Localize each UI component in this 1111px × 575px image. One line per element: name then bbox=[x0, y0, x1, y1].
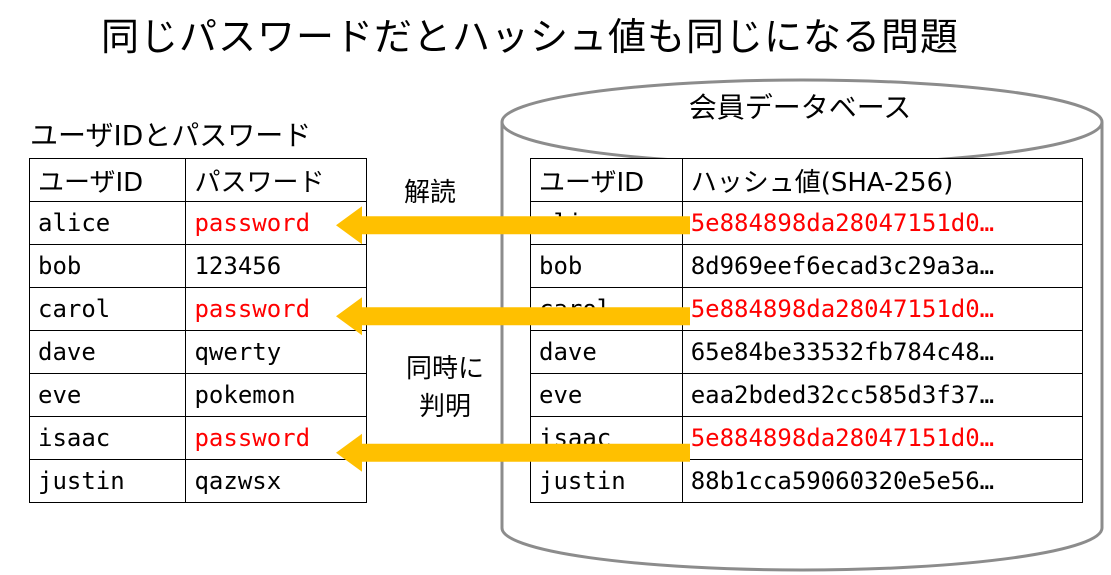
hash-cell: 5e884898da28047151d0… bbox=[681, 201, 1084, 245]
user-id-cell: isaac bbox=[28, 416, 187, 460]
user-id-cell: alice bbox=[28, 201, 187, 245]
password-cell: password bbox=[185, 201, 367, 245]
hash-cell: eaa2bded32cc585d3f37… bbox=[681, 373, 1084, 417]
reveal-label: 同時に 判明 bbox=[390, 350, 500, 426]
password-cell: 123456 bbox=[185, 244, 367, 288]
header-password: パスワード bbox=[185, 158, 367, 202]
user-id-cell: isaac bbox=[530, 416, 683, 460]
user-id-cell: carol bbox=[530, 287, 683, 331]
hash-cell: 88b1cca59060320e5e56… bbox=[681, 459, 1084, 503]
password-cell: pokemon bbox=[185, 373, 367, 417]
password-cell: password bbox=[185, 416, 367, 460]
table-header-row: ユーザID ハッシュ値(SHA-256) bbox=[530, 158, 1084, 202]
decode-label: 解読 bbox=[404, 178, 457, 208]
user-id-cell: bob bbox=[28, 244, 187, 288]
user-id-cell: eve bbox=[530, 373, 683, 417]
hash-cell: 8d969eef6ecad3c29a3a… bbox=[681, 244, 1084, 288]
user-id-cell: bob bbox=[530, 244, 683, 288]
user-id-cell: justin bbox=[530, 459, 683, 503]
user-table-caption: ユーザIDとパスワード bbox=[30, 119, 312, 152]
user-id-cell: carol bbox=[28, 287, 187, 331]
user-id-cell: alice bbox=[530, 201, 683, 245]
hash-cell: 5e884898da28047151d0… bbox=[681, 287, 1084, 331]
page-title: 同じパスワードだとハッシュ値も同じになる問題 bbox=[100, 15, 959, 59]
hash-cell: 65e84be33532fb784c48… bbox=[681, 330, 1084, 374]
password-cell: password bbox=[185, 287, 367, 331]
user-id-cell: justin bbox=[28, 459, 187, 503]
database-label: 会員データベース bbox=[688, 91, 912, 124]
user-id-cell: eve bbox=[28, 373, 187, 417]
header-user-id: ユーザID bbox=[28, 158, 187, 202]
user-id-cell: dave bbox=[28, 330, 187, 374]
hash-cell: 5e884898da28047151d0… bbox=[681, 416, 1084, 460]
reveal-label-line2: 判明 bbox=[418, 392, 471, 422]
reveal-label-line1: 同時に bbox=[405, 354, 484, 384]
user-id-cell: dave bbox=[530, 330, 683, 374]
table-header-row: ユーザID パスワード bbox=[28, 158, 367, 202]
password-cell: qazwsx bbox=[185, 459, 367, 503]
password-cell: qwerty bbox=[185, 330, 367, 374]
header-hash: ハッシュ値(SHA-256) bbox=[681, 158, 1084, 202]
header-user-id: ユーザID bbox=[530, 158, 683, 202]
